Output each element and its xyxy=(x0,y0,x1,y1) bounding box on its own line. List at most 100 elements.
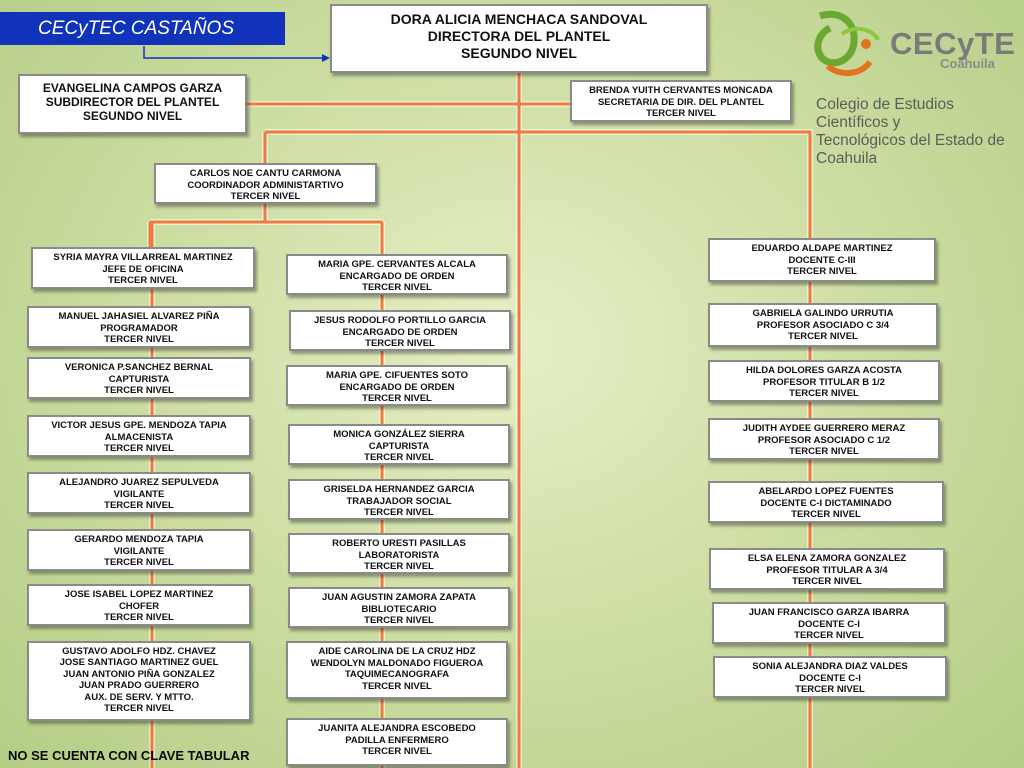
teacher-role: PROFESOR TITULAR B 1/2 xyxy=(763,376,885,388)
coordinator-name: CARLOS NOE CANTU CARMONA xyxy=(189,168,342,179)
staff-name: VERONICA P.SANCHEZ BERNAL xyxy=(64,362,214,373)
coordinator-role: COORDINADOR ADMINISTARTIVO xyxy=(187,179,344,191)
teacher-name: ELSA ELENA ZAMORA GONZALEZ xyxy=(747,553,907,564)
staff-level: TERCER NIVEL xyxy=(104,557,174,568)
staff-box-manuel: MANUEL JAHASIEL ALVAREZ PIÑA PROGRAMADOR… xyxy=(27,306,251,348)
teacher-box-juan-garza: JUAN FRANCISCO GARZA IBARRA DOCENTE C-I … xyxy=(712,602,946,644)
staff-role: BIBLIOTECARIO xyxy=(361,603,437,615)
staff-name: MANUEL JAHASIEL ALVAREZ PIÑA xyxy=(58,311,220,322)
staff-box-jose-isabel: JOSE ISABEL LOPEZ MARTINEZ CHOFER TERCER… xyxy=(27,584,251,626)
teacher-role: DOCENTE C-I xyxy=(798,618,860,630)
staff-name: ALEJANDRO JUAREZ SEPULVEDA xyxy=(59,477,219,488)
staff-box-veronica: VERONICA P.SANCHEZ BERNAL CAPTURISTA TER… xyxy=(27,357,251,399)
secretary-level: TERCER NIVEL xyxy=(646,108,716,119)
staff-name: JESUS RODOLFO PORTILLO GARCIA xyxy=(313,315,487,326)
subdirector-role: SUBDIRECTOR DEL PLANTEL xyxy=(45,95,220,109)
secretary-name: BRENDA YUITH CERVANTES MONCADA xyxy=(589,85,773,96)
staff-name: GRISELDA HERNANDEZ GARCIA xyxy=(323,484,475,495)
logo-full-name: Colegio de Estudios Científicos y Tecnol… xyxy=(816,96,1016,168)
staff-name: VICTOR JESUS GPE. MENDOZA TAPIA xyxy=(51,420,227,431)
teacher-box-judith: JUDITH AYDEE GUERRERO MERAZ PROFESOR ASO… xyxy=(708,418,940,460)
teacher-level: TERCER NIVEL xyxy=(791,509,861,520)
coordinator-level: TERCER NIVEL xyxy=(230,191,301,202)
leaf-mark-icon xyxy=(814,10,880,76)
staff-role: PROGRAMADOR xyxy=(100,322,178,334)
teacher-name: GABRIELA GALINDO URRUTIA xyxy=(752,308,894,319)
teacher-name: ABELARDO LOPEZ FUENTES xyxy=(758,486,894,497)
staff-role: ENCARGADO DE ORDEN xyxy=(342,326,458,338)
footer-note: NO SE CUENTA CON CLAVE TABULAR xyxy=(8,748,250,763)
director-box: DORA ALICIA MENCHACA SANDOVAL DIRECTORA … xyxy=(330,4,708,73)
staff-box-maintenance-aux: GUSTAVO ADOLFO HDZ. CHAVEZ JOSE SANTIAGO… xyxy=(27,641,251,721)
staff-box-monica: MONICA GONZÁLEZ SIERRA CAPTURISTA TERCER… xyxy=(288,424,510,465)
staff-level: TERCER NIVEL xyxy=(362,746,432,757)
staff-role: ENCARGADO DE ORDEN xyxy=(339,270,455,282)
staff-role: CAPTURISTA xyxy=(368,440,430,452)
teacher-role: DOCENTE C-I DICTAMINADO xyxy=(760,497,892,509)
director-level: SEGUNDO NIVEL xyxy=(461,45,577,61)
staff-role: LABORATORISTA xyxy=(358,549,440,561)
staff-box-maria-cervantes: MARIA GPE. CERVANTES ALCALA ENCARGADO DE… xyxy=(286,254,508,295)
logo-full-name-line1: Colegio de Estudios Científicos y xyxy=(816,96,954,131)
logo-brand-text: CECyTE xyxy=(890,26,1016,61)
staff-box-griselda: GRISELDA HERNANDEZ GARCIA TRABAJADOR SOC… xyxy=(288,479,510,520)
staff-level: TERCER NIVEL xyxy=(362,393,432,404)
staff-level: TERCER NIVEL xyxy=(364,452,434,463)
logo-full-name-line2: Tecnológicos del Estado de Coahuila xyxy=(816,132,1005,167)
staff-role: AUX. DE SERV. Y MTTO. xyxy=(84,691,194,703)
teacher-level: TERCER NIVEL xyxy=(795,684,865,695)
subdirector-name: EVANGELINA CAMPOS GARZA xyxy=(42,81,223,95)
teacher-level: TERCER NIVEL xyxy=(794,630,864,641)
staff-box-jesus-portillo: JESUS RODOLFO PORTILLO GARCIA ENCARGADO … xyxy=(289,310,511,351)
staff-role: VIGILANTE xyxy=(113,488,165,500)
staff-role: ALMACENISTA xyxy=(104,431,174,443)
staff-name-line3: JUAN ANTONIO PIÑA GONZALEZ xyxy=(63,668,215,680)
teacher-role: PROFESOR ASOCIADO C 3/4 xyxy=(756,319,890,331)
staff-box-alejandro: ALEJANDRO JUAREZ SEPULVEDA VIGILANTE TER… xyxy=(27,472,251,514)
director-role: DIRECTORA DEL PLANTEL xyxy=(427,28,611,44)
campus-title: CECyTEC CASTAÑOS xyxy=(0,12,285,45)
staff-box-roberto: ROBERTO URESTI PASILLAS LABORATORISTA TE… xyxy=(288,533,510,574)
teacher-role: PROFESOR TITULAR A 3/4 xyxy=(766,564,888,576)
cecyte-logo: CECyTE Coahuila Colegio de Estudios Cien… xyxy=(808,6,1016,167)
staff-level: TERCER NIVEL xyxy=(104,500,174,511)
teacher-box-eduardo: EDUARDO ALDAPE MARTINEZ DOCENTE C-III TE… xyxy=(708,238,936,282)
director-name: DORA ALICIA MENCHACA SANDOVAL xyxy=(390,11,648,27)
secretary-role: SECRETARIA DE DIR. DEL PLANTEL xyxy=(597,96,765,108)
teacher-level: TERCER NIVEL xyxy=(792,576,862,587)
staff-name: MARIA GPE. CIFUENTES SOTO xyxy=(326,370,468,381)
staff-name: SYRIA MAYRA VILLARREAL MARTINEZ xyxy=(53,252,233,263)
teacher-role: DOCENTE C-III xyxy=(788,254,856,266)
teacher-level: TERCER NIVEL xyxy=(789,446,859,457)
staff-role: TAQUIMECANOGRAFA xyxy=(344,669,450,680)
staff-name-line1: GUSTAVO ADOLFO HDZ. CHAVEZ xyxy=(62,646,216,657)
teacher-level: TERCER NIVEL xyxy=(788,331,858,342)
staff-name: JOSE ISABEL LOPEZ MARTINEZ xyxy=(64,589,214,600)
teacher-role: PROFESOR ASOCIADO C 1/2 xyxy=(757,434,891,446)
staff-box-victor: VICTOR JESUS GPE. MENDOZA TAPIA ALMACENI… xyxy=(27,415,251,457)
teacher-level: TERCER NIVEL xyxy=(789,388,859,399)
teacher-name: SONIA ALEJANDRA DIAZ VALDES xyxy=(752,661,908,672)
staff-level: TERCER NIVEL xyxy=(364,507,434,518)
staff-box-juan-zamora: JUAN AGUSTIN ZAMORA ZAPATA BIBLIOTECARIO… xyxy=(288,587,510,628)
teacher-box-hilda: HILDA DOLORES GARZA ACOSTA PROFESOR TITU… xyxy=(708,360,940,402)
staff-box-gerardo: GERARDO MENDOZA TAPIA VIGILANTE TERCER N… xyxy=(27,529,251,571)
staff-role: CHOFER xyxy=(118,600,160,612)
teacher-box-abelardo: ABELARDO LOPEZ FUENTES DOCENTE C-I DICTA… xyxy=(708,481,944,523)
staff-name: JUAN AGUSTIN ZAMORA ZAPATA xyxy=(322,592,476,603)
staff-name: GERARDO MENDOZA TAPIA xyxy=(74,534,204,545)
staff-box-nurse: JUANITA ALEJANDRA ESCOBEDO PADILLA ENFER… xyxy=(286,718,508,766)
staff-name-line4: JUAN PRADO GUERRERO xyxy=(78,680,200,692)
subdirector-box: EVANGELINA CAMPOS GARZA SUBDIRECTOR DEL … xyxy=(18,74,247,134)
staff-box-maria-cifuentes: MARIA GPE. CIFUENTES SOTO ENCARGADO DE O… xyxy=(286,365,508,406)
staff-name-line2: PADILLA ENFERMERO xyxy=(345,734,449,746)
teacher-level: TERCER NIVEL xyxy=(787,266,857,277)
staff-level: TERCER NIVEL xyxy=(104,385,174,396)
staff-role: TRABAJADOR SOCIAL xyxy=(346,495,452,507)
staff-level: TERCER NIVEL xyxy=(362,680,432,692)
staff-level: TERCER NIVEL xyxy=(108,275,178,286)
teacher-name: JUDITH AYDEE GUERRERO MERAZ xyxy=(742,423,906,434)
teacher-box-sonia: SONIA ALEJANDRA DIAZ VALDES DOCENTE C-I … xyxy=(713,656,947,698)
staff-level: TERCER NIVEL xyxy=(364,561,434,572)
teacher-role: DOCENTE C-I xyxy=(799,672,861,684)
